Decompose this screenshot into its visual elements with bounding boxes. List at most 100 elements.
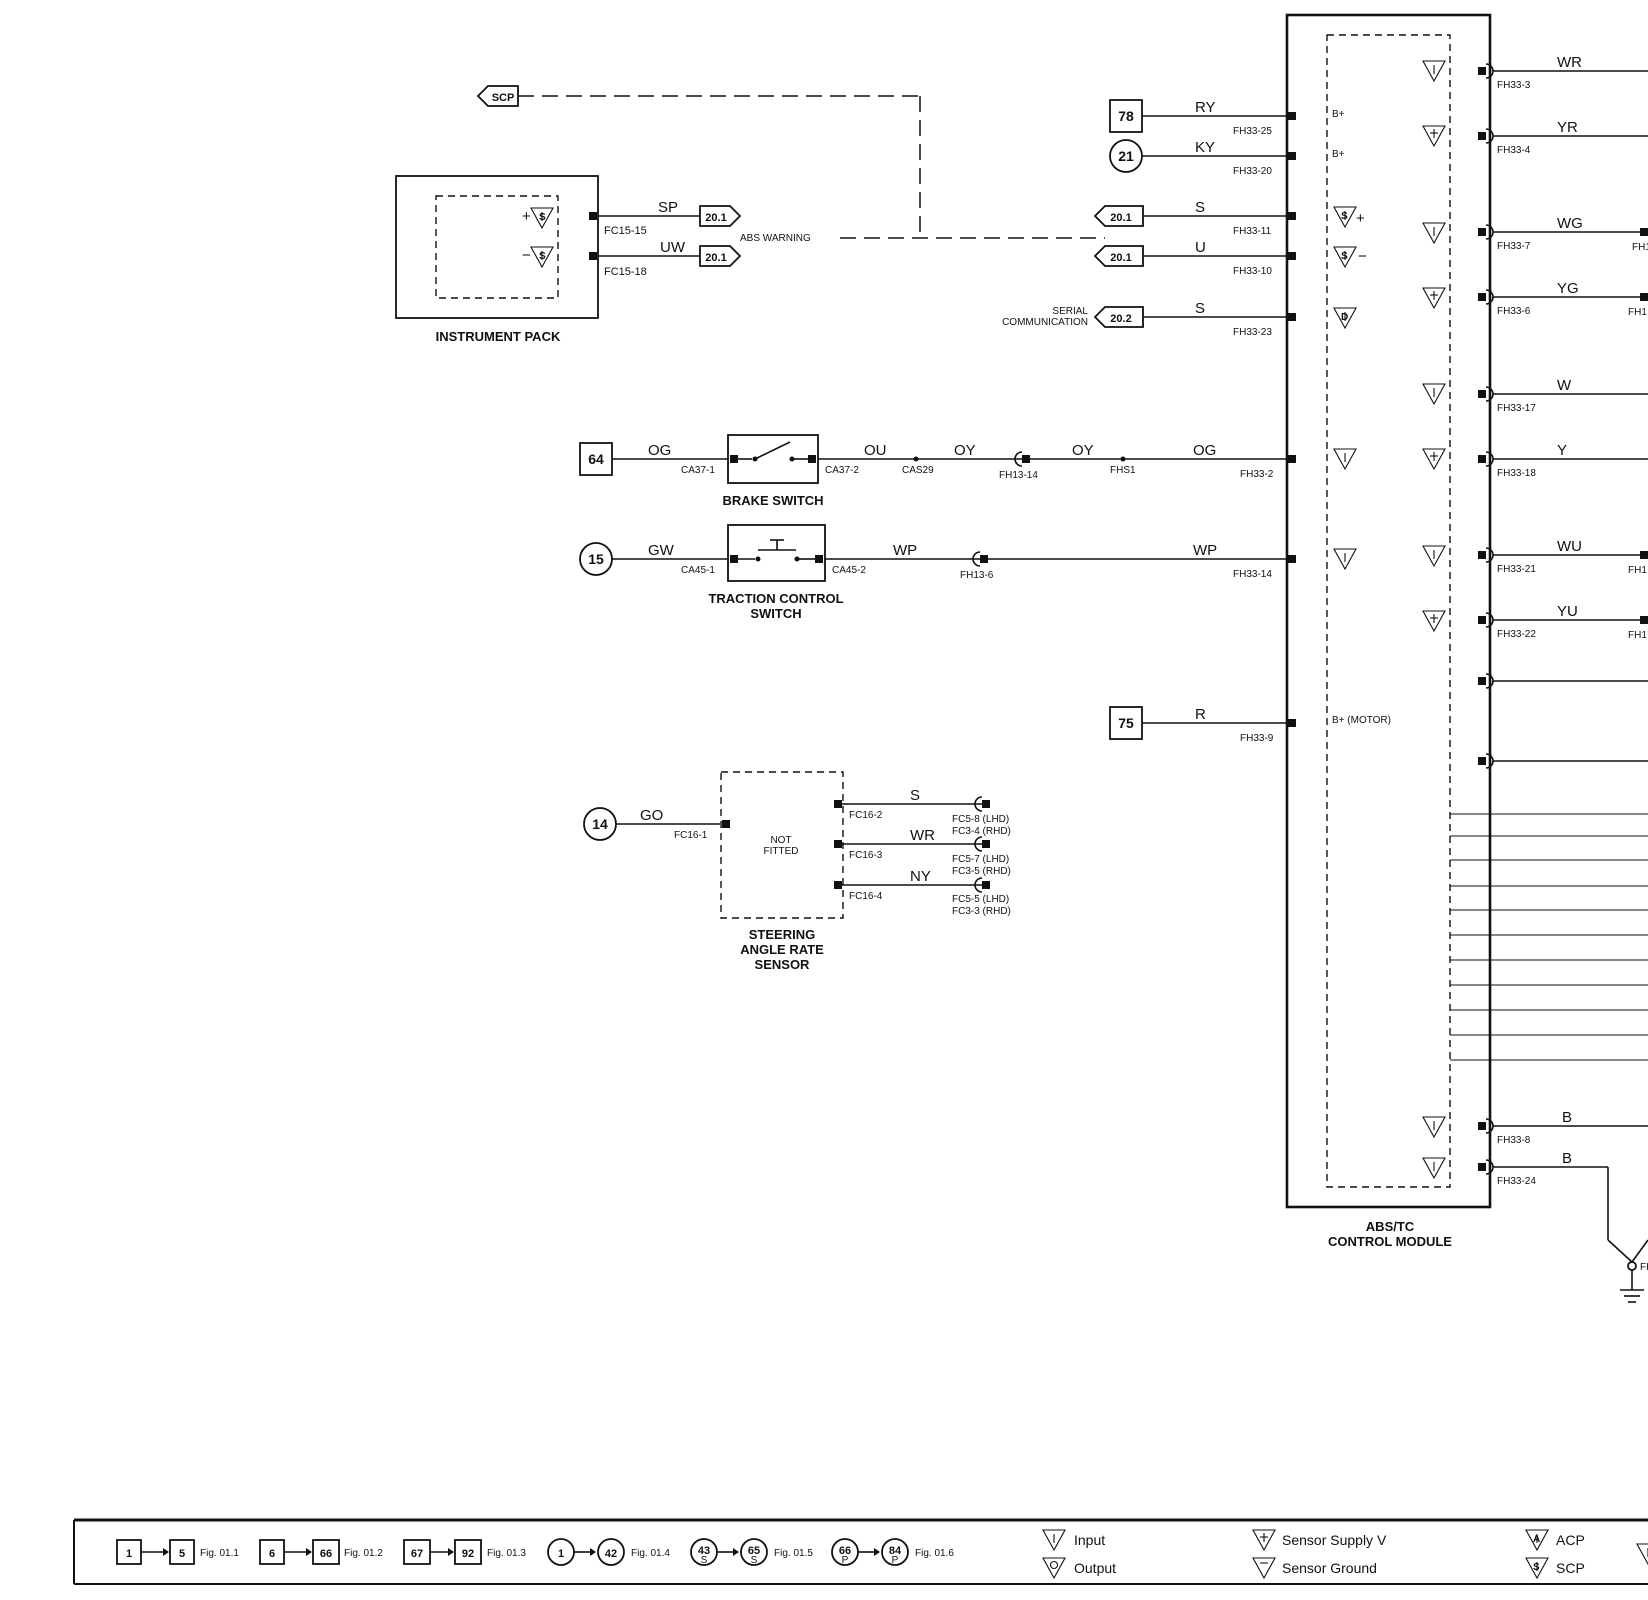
svg-text:+: +	[522, 208, 531, 225]
svg-text:Fig. 01.2: Fig. 01.2	[344, 1548, 383, 1559]
svg-text:1: 1	[558, 1548, 564, 1560]
svg-text:67: 67	[411, 1548, 423, 1560]
svg-text:FH33-22: FH33-22	[1497, 629, 1536, 640]
svg-text:CA45-2: CA45-2	[832, 565, 866, 576]
svg-text:43: 43	[698, 1545, 710, 1557]
svg-text:KY: KY	[1195, 139, 1215, 156]
svg-text:S: S	[1341, 211, 1348, 222]
sensor-title-2: ANGLE RATE	[740, 942, 824, 957]
sensor-ground-icon	[1252, 1557, 1276, 1579]
module-title-1: ABS/TC	[1366, 1219, 1415, 1234]
svg-text:5: 5	[179, 1548, 185, 1560]
svg-text:UW: UW	[660, 239, 686, 256]
svg-text:FC3-4 (RHD): FC3-4 (RHD)	[952, 826, 1011, 837]
svg-text:D: D	[1341, 312, 1348, 323]
svg-text:SCP: SCP	[1556, 1560, 1585, 1576]
traction-control-switch	[727, 524, 826, 582]
svg-text:YG: YG	[1557, 280, 1579, 297]
svg-text:OG: OG	[1193, 442, 1216, 459]
svg-text:Sensor Supply V: Sensor Supply V	[1282, 1532, 1387, 1548]
brake-switch-title: BRAKE SWITCH	[722, 493, 823, 508]
svg-text:CA37-2: CA37-2	[825, 465, 859, 476]
svg-text:FITTED: FITTED	[764, 846, 799, 857]
svg-text:GW: GW	[648, 542, 675, 559]
svg-text:FC16-1: FC16-1	[674, 830, 708, 841]
abs-warning-note: ABS WARNING	[740, 233, 811, 244]
ref-connector	[1093, 245, 1144, 267]
svg-text:CA45-1: CA45-1	[681, 565, 715, 576]
input-icon	[1042, 1529, 1066, 1551]
svg-text:FH33-11: FH33-11	[1233, 226, 1272, 237]
svg-text:P: P	[892, 1555, 899, 1566]
svg-text:−: −	[1358, 248, 1367, 265]
svg-text:ACP: ACP	[1556, 1532, 1585, 1548]
ref-connector	[699, 205, 742, 227]
svg-text:FH33-21: FH33-21	[1497, 564, 1536, 575]
steering-angle-rate-sensor	[720, 771, 844, 919]
svg-text:Fig. 01.6: Fig. 01.6	[915, 1548, 954, 1559]
svg-text:FH33-24: FH33-24	[1497, 1176, 1536, 1187]
svg-text:92: 92	[462, 1548, 474, 1560]
svg-text:FH33-4: FH33-4	[1497, 145, 1531, 156]
module-right-outputs: WR FH33-3 YR FH33-4 WG FH33-7 FH1 YG FH3…	[1450, 54, 1648, 1303]
svg-text:FH1: FH1	[1628, 565, 1647, 576]
svg-text:B+: B+	[1332, 109, 1345, 120]
traction-control-switch-circuit: 15 GW CA45-1 WP CA45-2 FH13-6 WP FH33-14…	[579, 524, 1296, 621]
ref-connector	[1093, 205, 1144, 227]
module-left-inputs: 78 RY FH33-25 21 KY FH33-20 20.1 S FH33-…	[1002, 99, 1296, 338]
svg-text:20.2: 20.2	[1110, 313, 1131, 325]
svg-text:FC16-3: FC16-3	[849, 850, 883, 861]
svg-text:20.1: 20.1	[705, 252, 726, 264]
traction-switch-title-1: TRACTION CONTROL	[708, 591, 843, 606]
svg-text:B+: B+	[1332, 149, 1345, 160]
svg-text:66: 66	[320, 1548, 332, 1560]
traction-switch-title-2: SWITCH	[750, 606, 801, 621]
svg-text:WG: WG	[1557, 215, 1583, 232]
svg-text:+: +	[1356, 210, 1365, 227]
svg-text:U: U	[1195, 239, 1206, 256]
svg-text:Output: Output	[1074, 1560, 1116, 1576]
svg-text:65: 65	[748, 1545, 760, 1557]
svg-text:6: 6	[269, 1548, 275, 1560]
svg-text:CAS29: CAS29	[902, 465, 934, 476]
svg-text:SERIAL: SERIAL	[1052, 306, 1088, 317]
svg-text:21: 21	[1118, 148, 1134, 164]
svg-text:66: 66	[839, 1545, 851, 1557]
svg-text:FH33-8: FH33-8	[1497, 1135, 1531, 1146]
svg-text:78: 78	[1118, 108, 1134, 124]
svg-text:WP: WP	[1193, 542, 1217, 559]
svg-text:OY: OY	[954, 442, 976, 459]
svg-text:FH33-14: FH33-14	[1233, 569, 1272, 580]
svg-text:FH1: FH1	[1628, 630, 1647, 641]
svg-text:YU: YU	[1557, 603, 1578, 620]
svg-text:FHS1: FHS1	[1110, 465, 1136, 476]
svg-text:WR: WR	[1557, 54, 1582, 71]
svg-text:OG: OG	[648, 442, 671, 459]
svg-text:S: S	[1341, 251, 1348, 262]
svg-text:S: S	[701, 1555, 708, 1566]
svg-text:20.1: 20.1	[1110, 252, 1131, 264]
svg-text:B: B	[1562, 1109, 1572, 1126]
svg-text:RY: RY	[1195, 99, 1216, 116]
svg-text:WP: WP	[893, 542, 917, 559]
svg-text:FH33-3: FH33-3	[1497, 80, 1531, 91]
svg-text:−: −	[522, 247, 531, 264]
svg-text:A: A	[1533, 1534, 1540, 1545]
scp-bus: SCP	[476, 85, 1105, 239]
svg-text:20.1: 20.1	[705, 212, 726, 224]
svg-text:FC5-8 (LHD): FC5-8 (LHD)	[952, 814, 1009, 825]
ref-connector	[699, 245, 742, 267]
instrument-pack: + S − S SP UW FC15-15 FC15-18 20.1 20.1 …	[395, 175, 811, 344]
svg-text:FH: FH	[1640, 1262, 1648, 1273]
svg-text:FH33-10: FH33-10	[1233, 266, 1272, 277]
svg-text:NY: NY	[910, 868, 931, 885]
svg-text:B: B	[1562, 1150, 1572, 1167]
svg-text:FC3-5 (RHD): FC3-5 (RHD)	[952, 866, 1011, 877]
svg-text:20.1: 20.1	[1110, 212, 1131, 224]
svg-text:GO: GO	[640, 807, 663, 824]
svg-text:FH1: FH1	[1632, 242, 1648, 253]
svg-text:1: 1	[126, 1548, 132, 1560]
svg-text:P: P	[842, 1555, 849, 1566]
sensor-supply-icon	[1252, 1529, 1276, 1551]
